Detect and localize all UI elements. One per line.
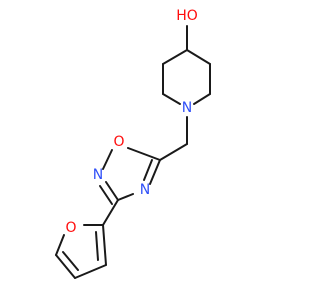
furan-oxygen-label: O bbox=[65, 220, 76, 236]
oxadiazole-n4-label: N bbox=[140, 182, 150, 198]
bond-furan-c4-c3 bbox=[74, 264, 107, 279]
bond-furan-c3-c2 bbox=[102, 224, 107, 266]
bond-c3-furan bbox=[102, 199, 119, 226]
piperidine-nitrogen-label: N bbox=[182, 100, 192, 116]
bond-furan-c5-c4-double bbox=[62, 251, 79, 271]
structure-svg: HO N O N N O bbox=[55, 8, 211, 279]
bond-c2-n1 bbox=[193, 93, 211, 105]
bond-c5-o1 bbox=[127, 147, 161, 161]
bond-c3-n4 bbox=[117, 193, 134, 201]
molecule-drawing: HO N O N N O bbox=[55, 8, 211, 279]
bond-n4-c5 bbox=[149, 159, 161, 185]
bond-n1-c6 bbox=[162, 93, 181, 105]
bond-furan-c5-c4 bbox=[55, 254, 76, 279]
bond-n2-c3 bbox=[105, 181, 119, 201]
bond-furan-c3-c2-double bbox=[95, 231, 99, 261]
bond-furan-o-c5 bbox=[55, 234, 65, 256]
bond-c4-c3 bbox=[186, 49, 211, 65]
bond-n2-c3-double bbox=[99, 185, 113, 205]
bond-c5-c4 bbox=[162, 49, 188, 65]
oxadiazole-n2-label: N bbox=[93, 167, 103, 183]
oxadiazole-oxygen-label: O bbox=[113, 134, 124, 150]
bond-ch2-c5ox bbox=[159, 143, 188, 161]
bond-o1-n2 bbox=[102, 149, 113, 170]
hydroxyl-label: HO bbox=[176, 8, 198, 24]
bond-n4-c5-double bbox=[143, 159, 153, 181]
